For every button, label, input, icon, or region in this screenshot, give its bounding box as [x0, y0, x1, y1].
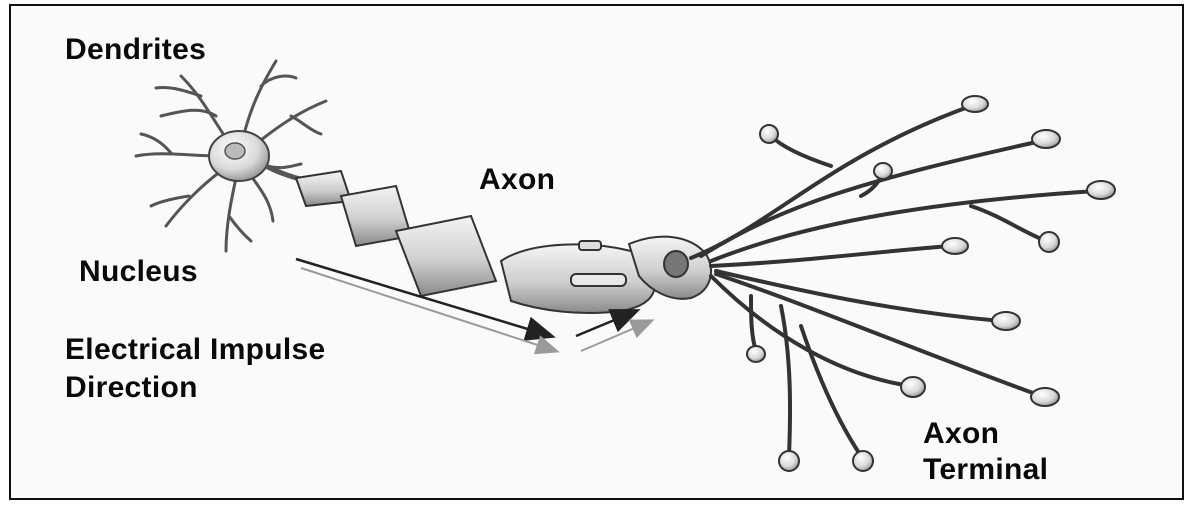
label-dendrites: Dendrites [65, 32, 206, 68]
nucleus-shape [225, 143, 245, 159]
neuron-illustration [11, 6, 1182, 498]
diagram-frame: Dendrites Nucleus Electrical Impulse Dir… [9, 4, 1184, 500]
label-impulse-line1: Electrical Impulse [65, 332, 326, 368]
synaptic-knobs [747, 96, 1115, 471]
label-impulse-line2: Direction [65, 370, 198, 406]
label-axon: Axon [479, 162, 555, 198]
cell-body [209, 131, 311, 182]
label-terminal-line2: Terminal [923, 452, 1048, 488]
label-terminal-line1: Axon [923, 416, 999, 452]
label-nucleus: Nucleus [79, 254, 198, 290]
